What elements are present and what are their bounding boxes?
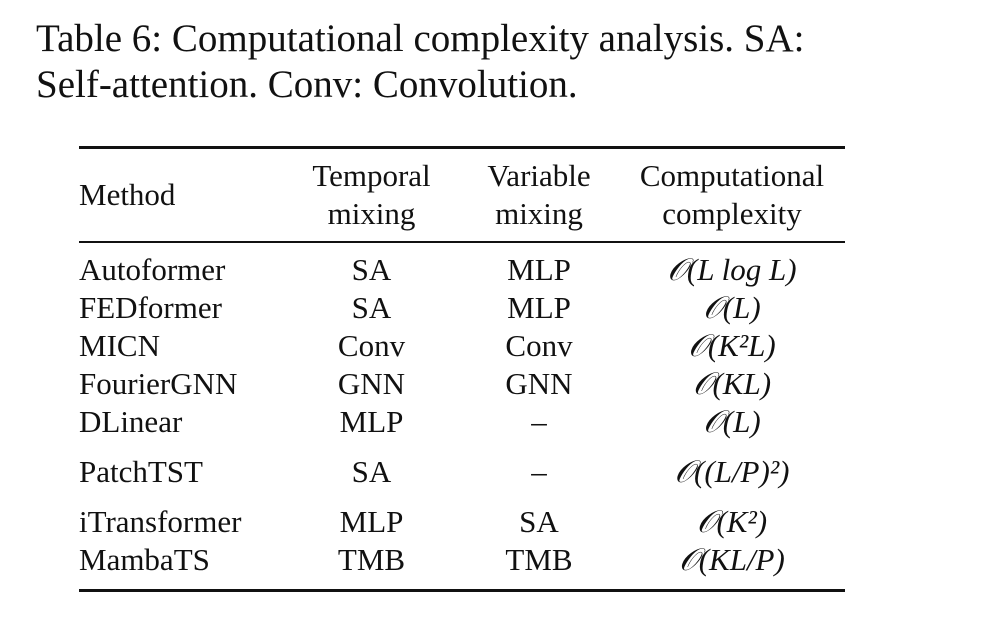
cell-variable: Conv — [505, 328, 573, 363]
cell-method: MICN — [79, 328, 160, 363]
header-variable-line-2: mixing — [495, 196, 583, 231]
table-caption: Table 6: Computational complexity analys… — [36, 16, 956, 108]
cell-complexity: 𝒪((L/P)²) — [674, 454, 790, 489]
header-complexity-line-2: complexity — [662, 196, 802, 231]
complexity-table-container: Method Temporal mixing Variable mixing C… — [79, 146, 845, 592]
header-temporal-mixing: Temporal mixing — [284, 148, 459, 243]
cell-method: PatchTST — [79, 454, 203, 489]
table-header: Method Temporal mixing Variable mixing C… — [79, 147, 845, 243]
cell-variable: – — [531, 454, 547, 489]
cell-temporal: TMB — [337, 542, 406, 577]
complexity-table: Method Temporal mixing Variable mixing C… — [79, 146, 845, 592]
cell-variable: – — [531, 404, 547, 439]
table-row: iTransformer MLP SA 𝒪(K²) — [79, 503, 845, 541]
header-variable-mixing: Variable mixing — [459, 148, 619, 243]
cell-complexity: 𝒪(K²) — [696, 504, 768, 539]
cell-method: MambaTS — [79, 542, 210, 577]
table-row: FEDformer SA MLP 𝒪(L) — [79, 289, 845, 327]
caption-line-1: Table 6: Computational complexity analys… — [36, 17, 805, 60]
cell-temporal: MLP — [339, 404, 404, 439]
table-row: MICN Conv Conv 𝒪(K²L) — [79, 327, 845, 365]
cell-temporal: GNN — [337, 366, 406, 401]
cell-variable: TMB — [505, 542, 573, 577]
cell-method: Autoformer — [79, 252, 226, 287]
cell-complexity: 𝒪(L) — [703, 290, 761, 325]
cell-temporal: MLP — [339, 504, 404, 539]
header-temporal-line-1: Temporal — [312, 158, 431, 193]
table-row: MambaTS TMB TMB 𝒪(KL/P) — [79, 541, 845, 591]
header-method: Method — [79, 177, 176, 212]
header-computational-complexity: Computational complexity — [619, 148, 845, 243]
cell-complexity: 𝒪(L) — [703, 404, 761, 439]
header-variable-line-1: Variable — [487, 158, 591, 193]
header-row: Method Temporal mixing Variable mixing C… — [79, 147, 845, 243]
cell-complexity: 𝒪(KL/P) — [679, 542, 785, 577]
table-row: Autoformer SA MLP 𝒪(L log L) — [79, 242, 845, 289]
caption-line-2: Self-attention. Conv: Convolution. — [36, 63, 578, 106]
cell-variable: MLP — [507, 252, 571, 287]
header-complexity-line-1: Computational — [639, 158, 825, 193]
cell-temporal: SA — [351, 290, 392, 325]
cell-temporal: SA — [351, 454, 392, 489]
table-row: PatchTST SA – 𝒪((L/P)²) — [79, 441, 845, 503]
cell-variable: MLP — [507, 290, 571, 325]
cell-temporal: SA — [351, 252, 392, 287]
cell-temporal: Conv — [337, 328, 406, 363]
table-row: FourierGNN GNN GNN 𝒪(KL) — [79, 365, 845, 403]
cell-method: FEDformer — [79, 290, 222, 325]
cell-complexity: 𝒪(KL) — [692, 366, 772, 401]
cell-variable: SA — [519, 504, 559, 539]
cell-method: DLinear — [79, 404, 183, 439]
header-temporal-line-2: mixing — [327, 196, 416, 231]
table-body: Autoformer SA MLP 𝒪(L log L) FEDformer S… — [79, 242, 845, 591]
cell-variable: GNN — [505, 366, 573, 401]
cell-complexity: 𝒪(L log L) — [667, 252, 797, 287]
table-row: DLinear MLP – 𝒪(L) — [79, 403, 845, 441]
cell-method: FourierGNN — [79, 366, 238, 401]
cell-method: iTransformer — [79, 504, 242, 539]
cell-complexity: 𝒪(K²L) — [688, 328, 776, 363]
